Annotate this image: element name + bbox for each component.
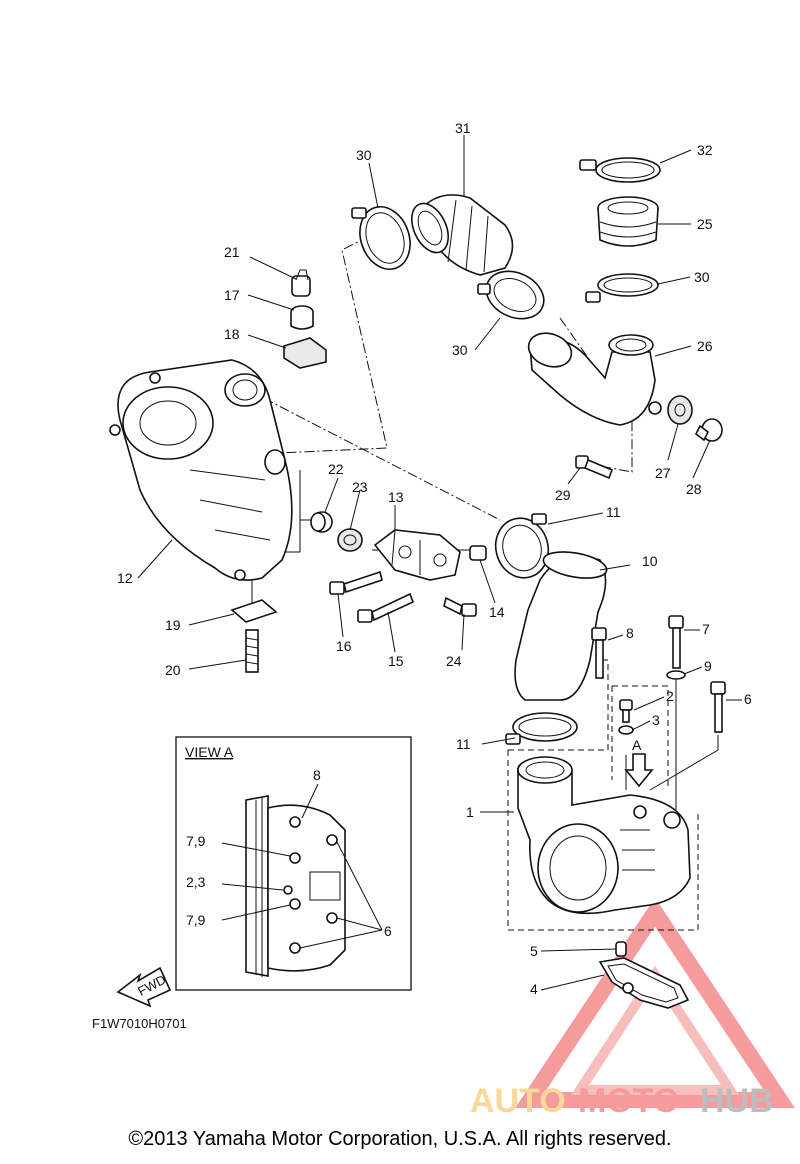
part-22-bushing bbox=[310, 511, 333, 533]
callout-32: 32 bbox=[697, 142, 713, 158]
callout-16: 16 bbox=[336, 638, 352, 654]
copyright-notice: ©2013 Yamaha Motor Corporation, U.S.A. A… bbox=[128, 1128, 672, 1150]
callout-2: 2 bbox=[666, 688, 674, 704]
view-a-label-7-9-upper: 7,9 bbox=[186, 833, 206, 849]
callout-11-lower: 11 bbox=[456, 736, 471, 752]
callout-11-upper: 11 bbox=[606, 504, 621, 520]
fwd-arrow: FWD bbox=[116, 966, 172, 1008]
leader-lines bbox=[137, 135, 742, 991]
watermark-word-hub: HUB bbox=[700, 1082, 774, 1120]
part-16-bolt bbox=[329, 570, 383, 595]
callout-19: 19 bbox=[165, 617, 181, 633]
callout-14: 14 bbox=[489, 604, 505, 620]
part-4-gasket bbox=[598, 957, 690, 1009]
callout-13: 13 bbox=[388, 489, 404, 505]
part-2-bolt bbox=[619, 699, 633, 723]
part-26-elbow bbox=[527, 332, 662, 426]
view-a-label-7-9-lower: 7,9 bbox=[186, 912, 206, 928]
callout-8: 8 bbox=[626, 625, 634, 641]
callout-24: 24 bbox=[446, 653, 462, 669]
view-a-inset: VIEW A 8 7,9 2,3 7,9 6 bbox=[175, 736, 412, 991]
part-27-grommet bbox=[667, 395, 693, 425]
part-13-bracket bbox=[373, 529, 461, 581]
callout-9: 9 bbox=[704, 658, 712, 674]
callout-27: 27 bbox=[655, 465, 671, 481]
callout-4: 4 bbox=[530, 981, 538, 997]
callout-5: 5 bbox=[530, 943, 538, 959]
view-a-label-6: 6 bbox=[384, 923, 392, 939]
callout-18: 18 bbox=[224, 326, 240, 342]
part-5-pin bbox=[615, 941, 627, 957]
part-17-bushing bbox=[290, 305, 314, 330]
part-11-clamp-upper bbox=[494, 513, 550, 579]
part-23-grommet bbox=[337, 528, 363, 552]
part-32-clamp bbox=[579, 157, 661, 183]
callout-23: 23 bbox=[352, 479, 368, 495]
part-19-plate bbox=[230, 599, 278, 623]
view-a-arrow-label: A bbox=[632, 737, 642, 753]
part-29-bolt bbox=[575, 455, 614, 480]
part-30-clamp-middle bbox=[477, 270, 545, 320]
callout-29: 29 bbox=[555, 487, 571, 503]
part-15-bolt bbox=[357, 592, 415, 623]
part-6-bolt bbox=[710, 681, 726, 733]
part-25-coupling bbox=[597, 196, 659, 247]
callout-21: 21 bbox=[224, 244, 240, 260]
callout-28: 28 bbox=[686, 481, 702, 497]
part-24-bolt bbox=[443, 596, 477, 617]
part-14-collar bbox=[469, 545, 487, 561]
callout-25: 25 bbox=[697, 216, 713, 232]
view-a-arrow: A bbox=[624, 737, 654, 788]
part-30-clamp-left bbox=[351, 206, 411, 270]
view-a-label-8: 8 bbox=[313, 767, 321, 783]
part-7-bolt bbox=[668, 615, 684, 669]
watermark-word-moto: MOTO bbox=[578, 1082, 679, 1120]
callout-30-middle: 30 bbox=[452, 342, 468, 358]
callout-7: 7 bbox=[702, 621, 710, 637]
part-10-hose bbox=[514, 551, 608, 701]
callout-6: 6 bbox=[744, 691, 752, 707]
part-28-collar bbox=[694, 418, 723, 442]
callout-1: 1 bbox=[466, 804, 474, 820]
callout-30-right: 30 bbox=[694, 269, 710, 285]
part-18-mount bbox=[283, 337, 327, 369]
view-a-title: VIEW A bbox=[185, 744, 234, 760]
part-1-assembly bbox=[516, 756, 691, 915]
watermark-word-auto: AUTO bbox=[470, 1082, 566, 1120]
view-a-label-2-3: 2,3 bbox=[186, 874, 206, 890]
part-31-hose bbox=[411, 194, 514, 276]
callout-17: 17 bbox=[224, 287, 240, 303]
part-9-washer bbox=[666, 670, 686, 680]
part-21-cap bbox=[291, 269, 311, 297]
callout-12: 12 bbox=[117, 570, 133, 586]
part-8-bolt bbox=[591, 627, 607, 679]
callout-3: 3 bbox=[652, 712, 660, 728]
part-12-housing bbox=[109, 359, 293, 581]
part-11-clamp-lower bbox=[505, 712, 578, 745]
callout-22: 22 bbox=[328, 461, 344, 477]
drawing-code: F1W7010H0701 bbox=[92, 1016, 187, 1031]
callout-10: 10 bbox=[642, 553, 658, 569]
callout-31: 31 bbox=[455, 120, 471, 136]
callout-20: 20 bbox=[165, 662, 181, 678]
callout-labels: 1 2 3 4 5 6 7 8 9 10 11 11 12 13 14 15 1… bbox=[117, 120, 752, 997]
part-30-clamp-right bbox=[585, 273, 659, 303]
callout-26: 26 bbox=[697, 338, 713, 354]
part-20-stud bbox=[245, 629, 259, 673]
callout-30-left: 30 bbox=[356, 147, 372, 163]
watermark-logo: AUTO MOTO HUB bbox=[470, 897, 795, 1120]
part-3-washer bbox=[618, 725, 634, 735]
callout-15: 15 bbox=[388, 653, 404, 669]
